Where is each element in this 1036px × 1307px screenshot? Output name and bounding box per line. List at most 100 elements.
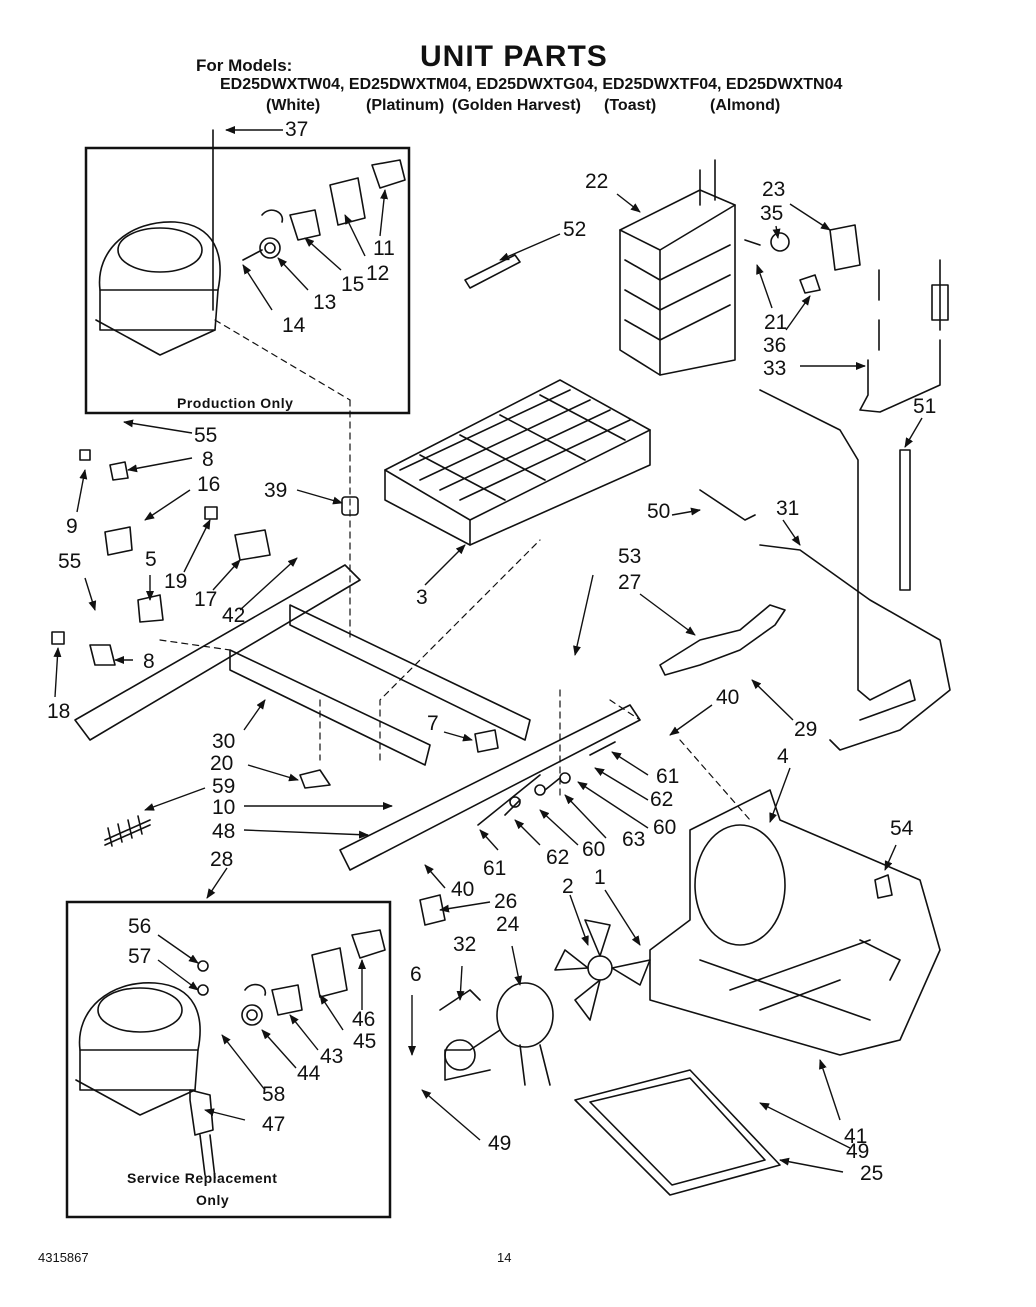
part-number-callout: 60 bbox=[582, 838, 606, 861]
part-number-callout: 7 bbox=[427, 712, 439, 735]
part-number-callout: 3 bbox=[416, 586, 428, 609]
suction-tube bbox=[760, 390, 950, 750]
part-number-callout: 48 bbox=[212, 820, 236, 843]
service-replacement-box bbox=[67, 902, 390, 1217]
part-number-callout: 62 bbox=[546, 846, 570, 869]
page-number: 14 bbox=[497, 1250, 512, 1265]
part-number-callout: 32 bbox=[453, 933, 477, 956]
service-replacement-caption: Service Replacement bbox=[127, 1170, 278, 1186]
part-number-callout: 42 bbox=[222, 604, 246, 627]
part-number-callout: 35 bbox=[760, 202, 784, 225]
part-number-callout: 17 bbox=[194, 588, 218, 611]
relay-overload-production bbox=[243, 160, 405, 260]
part-number-callout: 20 bbox=[210, 752, 234, 775]
part-number-callout: 55 bbox=[194, 424, 218, 447]
part-number-callout: 26 bbox=[494, 890, 518, 913]
part-number-callout: 22 bbox=[585, 170, 609, 193]
part-number-callout: 16 bbox=[197, 473, 221, 496]
part-number-callout: 55 bbox=[58, 550, 82, 573]
routing-lines bbox=[160, 320, 750, 820]
part-number-callout: 60 bbox=[653, 816, 677, 839]
evaporator-coil bbox=[620, 160, 735, 375]
model-numbers: ED25DWXTW04, ED25DWXTM04, ED25DWXTG04, E… bbox=[220, 76, 843, 93]
part-number-callout: 29 bbox=[794, 718, 818, 741]
fan-motor-base bbox=[650, 790, 940, 1055]
part-number-callout: 36 bbox=[763, 334, 787, 357]
part-number-callout: 44 bbox=[297, 1062, 321, 1085]
fan-motor bbox=[440, 983, 553, 1085]
compressor-service bbox=[76, 983, 215, 1178]
part-number-callout: 30 bbox=[212, 730, 236, 753]
document-number: 4315867 bbox=[38, 1250, 89, 1265]
drier bbox=[660, 605, 785, 675]
part-number-callout: 39 bbox=[264, 479, 288, 502]
part-number-callout: 13 bbox=[313, 291, 337, 314]
part-number-callout: 21 bbox=[764, 311, 788, 334]
production-only-caption: Production Only bbox=[177, 395, 294, 411]
color-white: (White) bbox=[266, 97, 321, 114]
part-number-callout: 33 bbox=[763, 357, 787, 380]
part-number-callout: 50 bbox=[647, 500, 671, 523]
part-number-callout: 4 bbox=[777, 745, 789, 768]
color-golden-harvest: (Golden Harvest) bbox=[452, 97, 581, 114]
for-models-label: For Models: bbox=[196, 56, 293, 75]
small-hardware bbox=[52, 450, 892, 925]
page-title: UNIT PARTS bbox=[420, 40, 608, 73]
part-number-callout: 14 bbox=[282, 314, 306, 337]
part-number-callout: 15 bbox=[341, 273, 365, 296]
part-number-callout: 6 bbox=[410, 963, 422, 986]
relay-overload-service bbox=[198, 930, 385, 1025]
part-number-callout: 49 bbox=[488, 1132, 512, 1155]
part-number-callout: 59 bbox=[212, 775, 236, 798]
part-number-callout: 63 bbox=[622, 828, 646, 851]
part-number-callout: 58 bbox=[262, 1083, 286, 1106]
part-number-callout: 41 bbox=[844, 1125, 868, 1148]
part-number-callout: 47 bbox=[262, 1113, 286, 1136]
part-number-callout: 37 bbox=[285, 118, 309, 141]
part-number-callout: 53 bbox=[618, 545, 642, 568]
tube-clip bbox=[700, 490, 755, 520]
leader-lines bbox=[53, 126, 922, 1172]
color-almond: (Almond) bbox=[710, 97, 781, 114]
part-number-callout: 5 bbox=[145, 548, 157, 571]
part-number-callout: 40 bbox=[451, 878, 475, 901]
part-number-callout: 62 bbox=[650, 788, 674, 811]
part-number-callout: 11 bbox=[373, 237, 395, 260]
compressor-production bbox=[96, 130, 220, 355]
part-number-callout: 27 bbox=[618, 571, 642, 594]
heater-element bbox=[465, 255, 520, 288]
part-number-callout: 45 bbox=[353, 1030, 377, 1053]
part-number-callout: 61 bbox=[656, 765, 680, 788]
color-toast: (Toast) bbox=[604, 97, 657, 114]
part-number-callout: 2 bbox=[562, 875, 574, 898]
part-number-callout: 43 bbox=[320, 1045, 344, 1068]
color-platinum: (Platinum) bbox=[366, 97, 445, 114]
part-number-callout: 28 bbox=[210, 848, 234, 871]
part-number-callout: 24 bbox=[496, 913, 520, 936]
thermostat-parts bbox=[745, 225, 948, 590]
part-number-callout: 40 bbox=[716, 686, 740, 709]
part-number-callout: 54 bbox=[890, 817, 914, 840]
part-number-callout: 57 bbox=[128, 945, 152, 968]
condenser-coil bbox=[385, 380, 650, 545]
drain-pan bbox=[575, 1070, 780, 1195]
part-number-callout: 31 bbox=[776, 497, 800, 520]
part-number-callout: 25 bbox=[860, 1162, 884, 1185]
service-only-caption: Only bbox=[196, 1192, 230, 1208]
part-number-callout: 49 bbox=[846, 1140, 870, 1163]
part-number-callout: 19 bbox=[164, 570, 188, 593]
part-number-callout: 8 bbox=[202, 448, 214, 471]
part-number-callout: 61 bbox=[483, 857, 507, 880]
part-number-callout: 1 bbox=[594, 866, 606, 889]
part-number-callout: 23 bbox=[762, 178, 786, 201]
production-only-box bbox=[86, 148, 409, 413]
part-number-callout: 9 bbox=[66, 515, 78, 538]
fan-blade bbox=[555, 920, 650, 1020]
part-number-callout: 10 bbox=[212, 796, 236, 819]
part-number-callout: 12 bbox=[366, 262, 390, 285]
part-number-callout: 52 bbox=[563, 218, 587, 241]
part-number-callout: 56 bbox=[128, 915, 152, 938]
part-number-callout: 46 bbox=[352, 1008, 376, 1031]
